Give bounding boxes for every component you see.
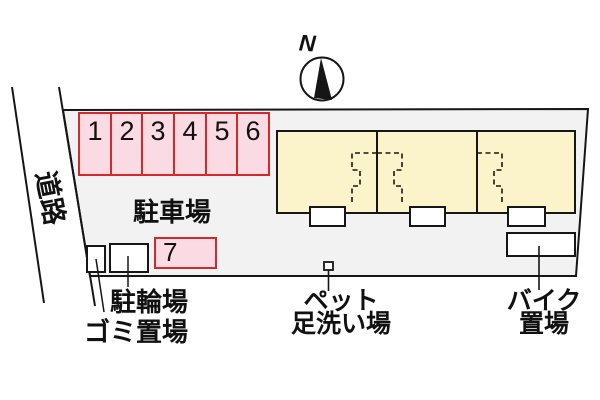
parking-space-4: 4 <box>173 112 207 176</box>
compass-needle-icon <box>314 58 332 100</box>
building-outline <box>276 130 576 214</box>
entrance-porch-unit2 <box>409 206 446 227</box>
pet-foot-wash-label: ペット 足洗い場 <box>291 287 392 338</box>
motorcycle-parking-label-line1: バイク <box>506 287 582 315</box>
parking-space-5: 5 <box>205 112 239 176</box>
parking-space-6: 6 <box>236 112 270 176</box>
entrance-porch-unit3 <box>507 206 546 227</box>
parking-space-1: 1 <box>78 112 112 176</box>
pet-foot-wash-label-line1: ペット <box>303 287 379 315</box>
motorcycle-parking-box <box>506 232 576 257</box>
motorcycle-parking-label: バイク 置場 <box>494 287 594 338</box>
road-left-edge <box>11 86 45 304</box>
pet-foot-wash-symbol <box>323 261 334 271</box>
parking-space-2: 2 <box>110 112 144 176</box>
compass-north-label: N <box>298 29 317 57</box>
garbage-leader-line <box>95 258 105 313</box>
motorcycle-parking-label-line2: 置場 <box>518 310 569 338</box>
pet-foot-wash-label-line2: 足洗い場 <box>291 310 392 338</box>
garbage-area-label: ゴミ置場 <box>83 317 188 347</box>
parking-area-label: 駐車場 <box>133 197 212 227</box>
parking-space-7: 7 <box>154 237 217 269</box>
bicycle-parking-box <box>109 243 149 273</box>
bicycle-parking-label: 駐輪場 <box>109 287 188 317</box>
parking-space-3: 3 <box>141 112 175 176</box>
entrance-porch-unit1 <box>309 206 346 227</box>
